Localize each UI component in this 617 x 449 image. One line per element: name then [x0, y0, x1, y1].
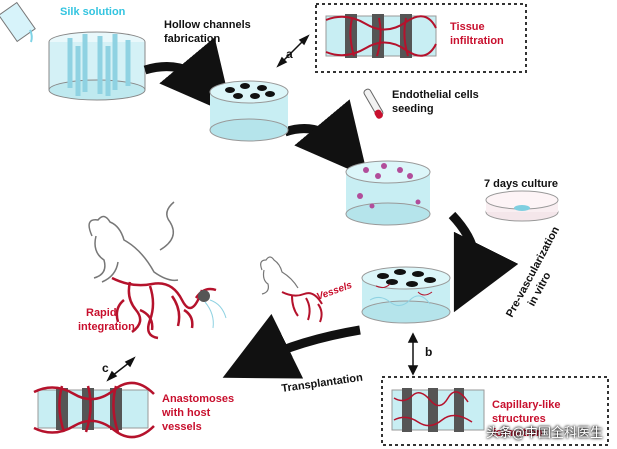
label-capillary-3: formation [492, 427, 543, 439]
watermark: 头条@中国全科医生 [485, 426, 603, 441]
label-transplantation: Transplantation [281, 372, 364, 395]
label-anastomoses-1: Anastomoses [162, 393, 234, 405]
silk-container [48, 31, 146, 101]
capillary-panel [381, 376, 609, 446]
capillaries-large [204, 299, 227, 329]
label-anastomoses-3: vessels [162, 421, 202, 433]
label-tissue-1: Tissue [450, 21, 485, 33]
beaker-icon [0, 1, 36, 43]
seeded-scaffold [345, 160, 431, 226]
label-capillary-2: structures [492, 413, 546, 425]
label-step-b: b [425, 345, 432, 359]
label-silk-solution: Silk solution [60, 6, 126, 18]
prevascularized-scaffold [361, 266, 451, 324]
label-step-a: a [286, 47, 293, 61]
label-endothelial-1: Endothelial cells [392, 89, 479, 101]
petri-dish-icon [485, 190, 559, 222]
label-step-c: c [102, 361, 109, 375]
label-culture: 7 days culture [484, 178, 558, 190]
double-arrows [106, 34, 419, 382]
implant-dot [198, 290, 210, 302]
host-vessels-small [281, 291, 323, 323]
channel-scaffold [209, 80, 289, 142]
label-rapid-2: integration [78, 321, 135, 333]
anastomoses-scaffold [33, 381, 155, 439]
mouse-small-icon [260, 256, 299, 295]
label-capillary-1: Capillary-like [492, 399, 560, 411]
label-hollow-channels-2: fabrication [164, 33, 221, 45]
label-tissue-2: infiltration [450, 35, 504, 47]
label-hollow-channels-1: Hollow channels [164, 19, 251, 31]
arrow-4 [222, 313, 361, 379]
label-anastomoses-2: with host [161, 407, 211, 419]
tissue-infiltration-panel [315, 3, 527, 73]
arrow-3 [448, 211, 519, 313]
label-endothelial-2: seeding [392, 103, 434, 115]
arrow-2 [283, 99, 369, 178]
host-vessels-large [111, 276, 217, 340]
arrow-1 [143, 37, 234, 116]
label-rapid-1: Rapid [86, 307, 117, 319]
test-tube-icon [363, 88, 384, 119]
mouse-large-icon [88, 201, 179, 283]
label-vessels: Vessels [315, 280, 354, 303]
